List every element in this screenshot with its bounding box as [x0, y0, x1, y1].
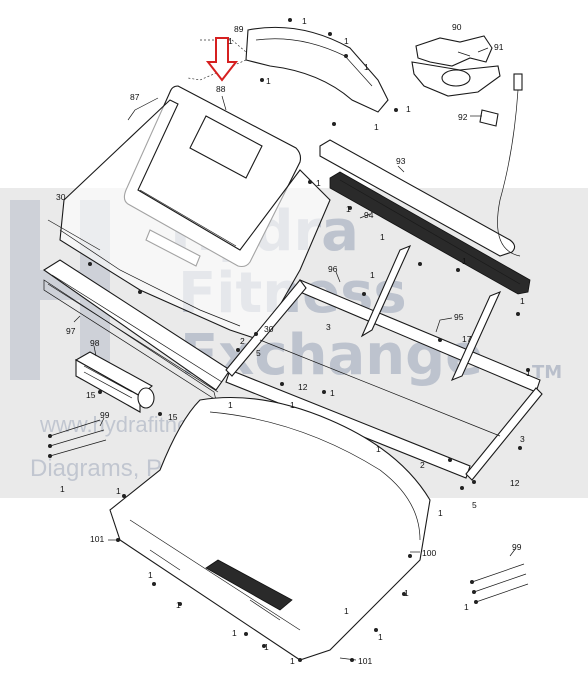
label-100: 100	[422, 548, 436, 558]
label-1: 1	[526, 368, 531, 378]
label-1: 1	[316, 178, 321, 188]
label-30: 30	[56, 192, 66, 202]
watermark-tm: TM	[532, 362, 562, 383]
label-12: 12	[510, 478, 520, 488]
label-99: 99	[512, 542, 522, 552]
label-1: 1	[264, 642, 269, 652]
label-1: 1	[228, 400, 233, 410]
part-94-handlebar	[329, 171, 531, 295]
label-15: 15	[168, 412, 178, 422]
label-1: 1	[404, 588, 409, 598]
label-98: 98	[90, 338, 100, 348]
part-100-hood	[109, 396, 431, 661]
label-5: 5	[256, 348, 261, 358]
label-1: 1	[330, 388, 335, 398]
label-90: 90	[452, 22, 462, 32]
label-1: 1	[520, 296, 525, 306]
screws	[88, 18, 530, 662]
label-99: 99	[100, 410, 110, 420]
label-1: 1	[438, 508, 443, 518]
label-2: 2	[240, 336, 245, 346]
label-101: 101	[90, 534, 104, 544]
label-1: 1	[364, 62, 369, 72]
label-1: 1	[232, 628, 237, 638]
label-30: 30	[264, 324, 274, 334]
label-1: 1	[344, 606, 349, 616]
label-1: 1	[60, 484, 65, 494]
label-87: 87	[130, 92, 140, 102]
label-101: 101	[358, 656, 372, 666]
label-91: 91	[494, 42, 504, 52]
label-1: 1	[346, 204, 351, 214]
label-1: 1	[290, 400, 295, 410]
label-1: 1	[176, 600, 181, 610]
label-5: 5	[472, 500, 477, 510]
label-1: 1	[148, 570, 153, 580]
label-15: 15	[86, 390, 96, 400]
part-labels: 89 1 1 1 1 1 1 1 88 87 90 91 92 93 94 1 …	[56, 16, 531, 666]
label-1: 1	[344, 36, 349, 46]
label-1: 1	[380, 232, 385, 242]
part-99-bolts-left	[48, 419, 107, 458]
watermark-line-3: Exchange	[180, 323, 483, 388]
part-92-clip	[479, 73, 523, 257]
part-90-91-grip	[411, 35, 501, 97]
label-97: 97	[66, 326, 76, 336]
label-17: 17	[462, 334, 472, 344]
part-99-bolts-right	[470, 563, 529, 604]
label-89: 89	[234, 24, 244, 34]
label-1: 1	[406, 104, 411, 114]
label-1: 1	[376, 444, 381, 454]
leader-lines	[73, 47, 517, 661]
label-1: 1	[378, 632, 383, 642]
label-2: 2	[420, 460, 425, 470]
label-1: 1	[302, 16, 307, 26]
part-93-handlebar	[319, 139, 516, 257]
label-93: 93	[396, 156, 406, 166]
label-1: 1	[266, 76, 271, 86]
label-1: 1	[290, 656, 295, 666]
label-92: 92	[458, 112, 468, 122]
part-98-fan	[74, 351, 155, 413]
label-3: 3	[520, 434, 525, 444]
label-1: 1	[116, 486, 121, 496]
label-95: 95	[454, 312, 464, 322]
label-96: 96	[328, 264, 338, 274]
label-1: 1	[228, 36, 233, 46]
label-1: 1	[374, 122, 379, 132]
label-1: 1	[464, 602, 469, 612]
label-88: 88	[216, 84, 226, 94]
red-down-arrow	[205, 37, 239, 82]
label-1: 1	[370, 270, 375, 280]
label-3: 3	[326, 322, 331, 332]
label-1: 1	[462, 256, 467, 266]
upright-frame	[225, 244, 543, 481]
label-12: 12	[298, 382, 308, 392]
label-94: 94	[364, 210, 374, 220]
